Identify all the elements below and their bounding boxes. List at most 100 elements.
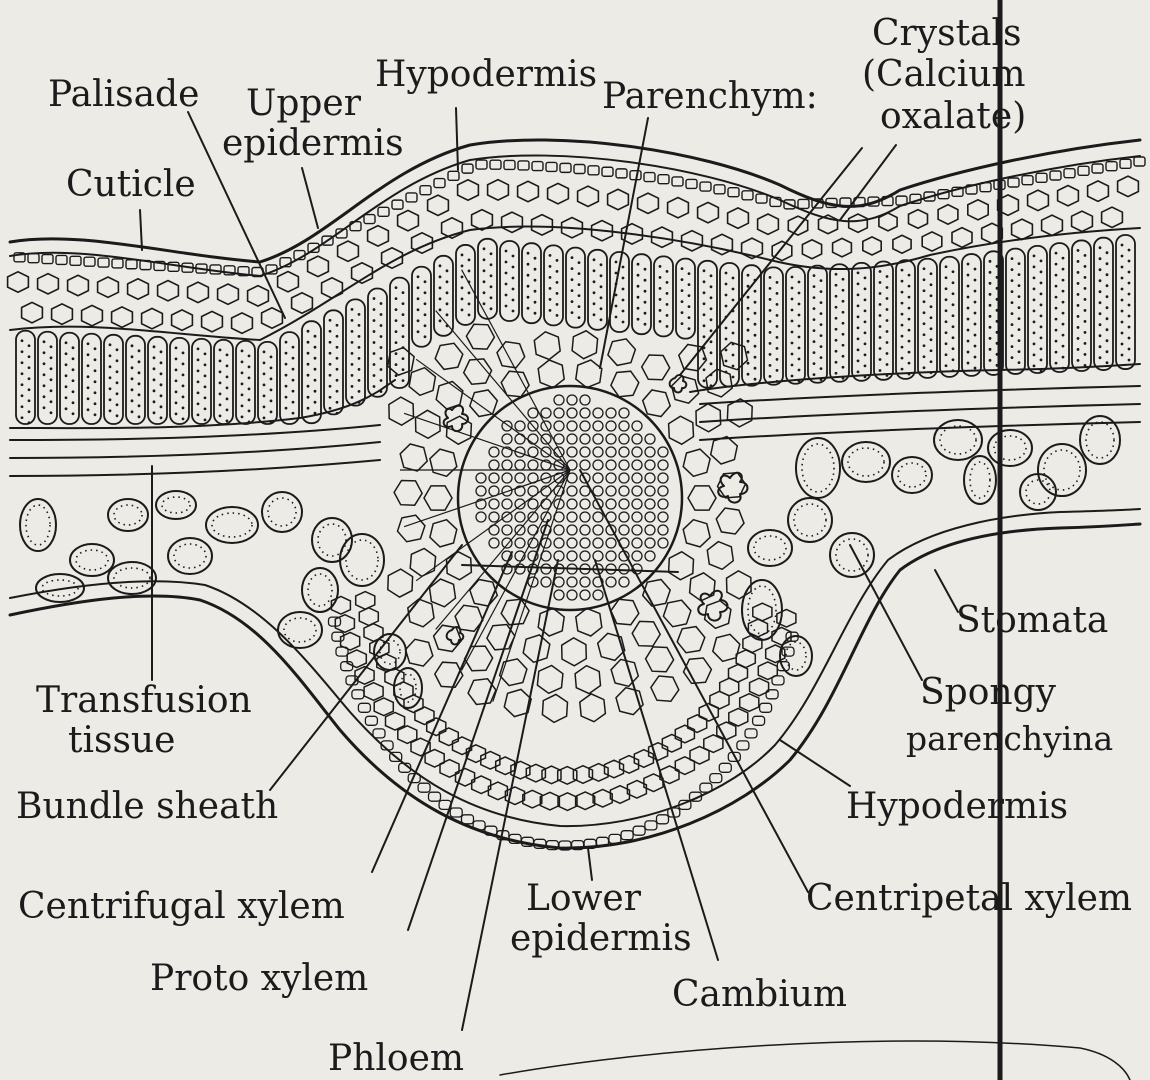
chloroplast-dot	[197, 402, 200, 405]
chloroplast-dot	[116, 348, 119, 351]
chloroplast-dot	[1099, 345, 1102, 348]
chloroplast-dot	[857, 348, 860, 351]
chloroplast-dot	[292, 412, 295, 415]
parenchyma-cell	[409, 368, 435, 396]
chloroplast-dot	[556, 292, 559, 295]
chloroplast-dot	[571, 300, 574, 303]
chloroplast-dot	[241, 382, 244, 385]
chloroplast-dot	[1121, 255, 1124, 258]
chloroplast-dot	[879, 369, 882, 372]
hypodermis-cell	[8, 272, 29, 292]
chloroplast-dot	[65, 363, 68, 366]
lower-epidermis-cell	[753, 716, 765, 725]
epidermis-cell	[420, 186, 431, 195]
chloroplast-dot	[1018, 361, 1021, 364]
chloroplast-dot	[1106, 339, 1109, 342]
chloroplast-dot	[637, 263, 640, 266]
chloroplast-dot	[534, 268, 537, 271]
chloroplast-dot	[380, 324, 383, 327]
chloroplast-dot	[989, 282, 992, 285]
chloroplast-dot	[94, 380, 97, 383]
chloroplast-dot	[43, 340, 46, 343]
chloroplast-dot	[402, 357, 405, 360]
lower-epidermis-cell	[621, 831, 633, 840]
chloroplast-dot	[835, 339, 838, 342]
chloroplast-dot	[842, 366, 845, 369]
spongy-cell-chloroplasts	[1086, 422, 1114, 458]
palisade-cell	[214, 340, 233, 424]
chloroplast-dot	[219, 403, 222, 406]
chloroplast-dot	[864, 342, 867, 345]
hypodermis-cell	[1118, 176, 1139, 196]
chloroplast-dot	[72, 401, 75, 404]
chloroplast-dot	[886, 363, 889, 366]
bundle-cell	[489, 447, 499, 457]
chloroplast-dot	[908, 307, 911, 310]
chloroplast-dot	[160, 372, 163, 375]
chloroplast-dot	[732, 376, 735, 379]
leader-stomata	[935, 570, 958, 612]
epidermis-cell	[700, 182, 711, 191]
chloroplast-dot	[314, 357, 317, 360]
palisade-cell	[1072, 240, 1091, 371]
chloroplast-dot	[182, 384, 185, 387]
chloroplast-dot	[292, 357, 295, 360]
chloroplast-dot	[87, 375, 90, 378]
hypodermis-cell	[712, 234, 733, 254]
chloroplast-dot	[358, 335, 361, 338]
chloroplast-dot	[945, 298, 948, 301]
palisade-cell	[1094, 238, 1113, 370]
chloroplast-dot	[160, 405, 163, 408]
hypodermis-cell	[879, 213, 897, 231]
chloroplast-dot	[879, 325, 882, 328]
chloroplast-dot	[886, 330, 889, 333]
chloroplast-dot	[248, 420, 251, 423]
spongy-cell	[1038, 444, 1086, 496]
chloroplast-dot	[666, 292, 669, 295]
bundle-cell	[593, 434, 603, 444]
epidermis-cell	[406, 193, 417, 202]
chloroplast-dot	[989, 337, 992, 340]
chloroplast-dot	[571, 267, 574, 270]
chloroplast-dot	[1106, 295, 1109, 298]
chloroplast-dot	[395, 319, 398, 322]
label-proto-xylem: Proto xylem	[150, 958, 368, 999]
chloroplast-dot	[380, 368, 383, 371]
chloroplast-dot	[1106, 361, 1109, 364]
chloroplast-dot	[879, 358, 882, 361]
label-crystals-2: (Calcium	[862, 54, 1026, 95]
chloroplast-dot	[28, 344, 31, 347]
chloroplast-dot	[1033, 309, 1036, 312]
chloroplast-dot	[175, 346, 178, 349]
chloroplast-dot	[527, 285, 530, 288]
chloroplast-dot	[600, 318, 603, 321]
chloroplast-dot	[967, 263, 970, 266]
palisade-cell	[808, 266, 827, 383]
chloroplast-dot	[747, 373, 750, 376]
lower-epidermis-cell	[737, 741, 749, 750]
hypodermis-cell	[1088, 181, 1109, 201]
label-crystals-3: oxalate)	[880, 96, 1026, 137]
chloroplast-dot	[1011, 279, 1014, 282]
chloroplast-dot	[813, 274, 816, 277]
parenchyma-cell	[466, 324, 494, 349]
hypodermis-cell	[472, 210, 493, 230]
chloroplast-dot	[820, 323, 823, 326]
palisade-cell	[434, 256, 453, 336]
palisade-cell	[522, 243, 541, 323]
hypodermis-cell	[262, 308, 283, 328]
chloroplast-dot	[732, 288, 735, 291]
chloroplast-dot	[710, 318, 713, 321]
chloroplast-dot	[1128, 359, 1131, 362]
chloroplast-dot	[989, 304, 992, 307]
chloroplast-dot	[182, 362, 185, 365]
chloroplast-dot	[50, 345, 53, 348]
chloroplast-dot	[974, 268, 977, 271]
label-spongy-2: parenchyina	[906, 719, 1113, 758]
bundle-cell	[554, 577, 564, 587]
epidermis-cell	[462, 164, 473, 173]
chloroplast-dot	[1055, 296, 1058, 299]
chloroplast-dot	[175, 412, 178, 415]
chloroplast-dot	[886, 308, 889, 311]
parenchyma-cell	[435, 343, 463, 369]
